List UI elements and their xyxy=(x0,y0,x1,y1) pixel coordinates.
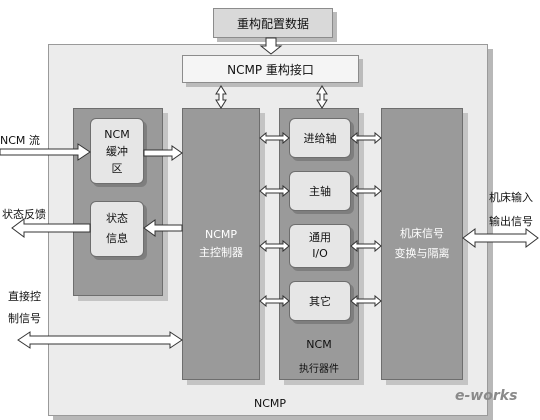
ncm-buffer-box: NCM 缓冲 区 xyxy=(90,118,144,184)
arrow-exec-machine-1 xyxy=(350,131,382,145)
arrow-status-feedback xyxy=(11,218,91,238)
reconfig-interface-label: NCMP 重构接口 xyxy=(227,62,314,77)
status-feedback-label: 状态反馈 xyxy=(2,208,46,221)
ncmp-frame-label: NCMP xyxy=(253,397,287,410)
arrow-ctrl-exec-4 xyxy=(259,294,290,308)
arrow-exec-machine-2 xyxy=(350,184,382,198)
machine-signal-panel: 机床信号 变换与隔离 xyxy=(381,108,463,380)
exec-item-other: 其它 xyxy=(289,281,351,321)
reconfig-interface-box: NCMP 重构接口 xyxy=(182,55,359,83)
exec-item-label: 主轴 xyxy=(309,185,331,198)
executor-title: NCM xyxy=(306,338,332,351)
status-info-label: 状态 信息 xyxy=(106,212,128,245)
direct-control-label: 直接控 制信号 xyxy=(8,290,41,325)
arrow-direct-control xyxy=(17,331,183,349)
arrow-machine-io xyxy=(462,228,539,248)
exec-item-feed-axis: 进给轴 xyxy=(289,118,351,158)
reconfig-data-label: 重构配置数据 xyxy=(236,16,309,31)
ncmp-controller-panel: NCMP 主控制器 xyxy=(182,108,260,380)
machine-signal-label: 机床信号 变换与隔离 xyxy=(394,227,450,260)
controller-label: NCMP 主控制器 xyxy=(199,228,243,259)
arrow-exec-machine-3 xyxy=(350,239,382,253)
arrow-ctrl-exec-1 xyxy=(259,131,290,145)
arrow-iface-executor xyxy=(316,85,328,109)
exec-item-label: 其它 xyxy=(309,295,331,308)
ncm-buffer-label: NCM 缓冲 区 xyxy=(104,127,130,175)
ncm-stream-label: NCM 流 xyxy=(0,134,40,147)
arrow-ctrl-exec-3 xyxy=(259,239,290,253)
exec-item-spindle: 主轴 xyxy=(289,171,351,211)
arrow-exec-machine-4 xyxy=(350,294,382,308)
machine-io-label: 机床输入 输出信号 xyxy=(489,191,533,228)
arrow-iface-controller xyxy=(215,85,227,109)
arrow-config-down xyxy=(259,37,283,55)
exec-item-general-io: 通用 I/O xyxy=(289,224,351,268)
exec-item-label: 通用 I/O xyxy=(309,231,331,260)
arrow-buffer-controller xyxy=(143,145,183,161)
arrow-ctrl-exec-2 xyxy=(259,184,290,198)
watermark-logo: e-works xyxy=(455,388,518,404)
arrow-ncm-stream-in xyxy=(0,143,91,161)
reconfig-data-box: 重构配置数据 xyxy=(213,8,333,38)
arrow-controller-status xyxy=(143,219,183,237)
exec-item-label: 进给轴 xyxy=(303,132,337,145)
executor-subtitle: 执行器件 xyxy=(299,364,339,375)
status-info-box: 状态 信息 xyxy=(90,201,144,257)
